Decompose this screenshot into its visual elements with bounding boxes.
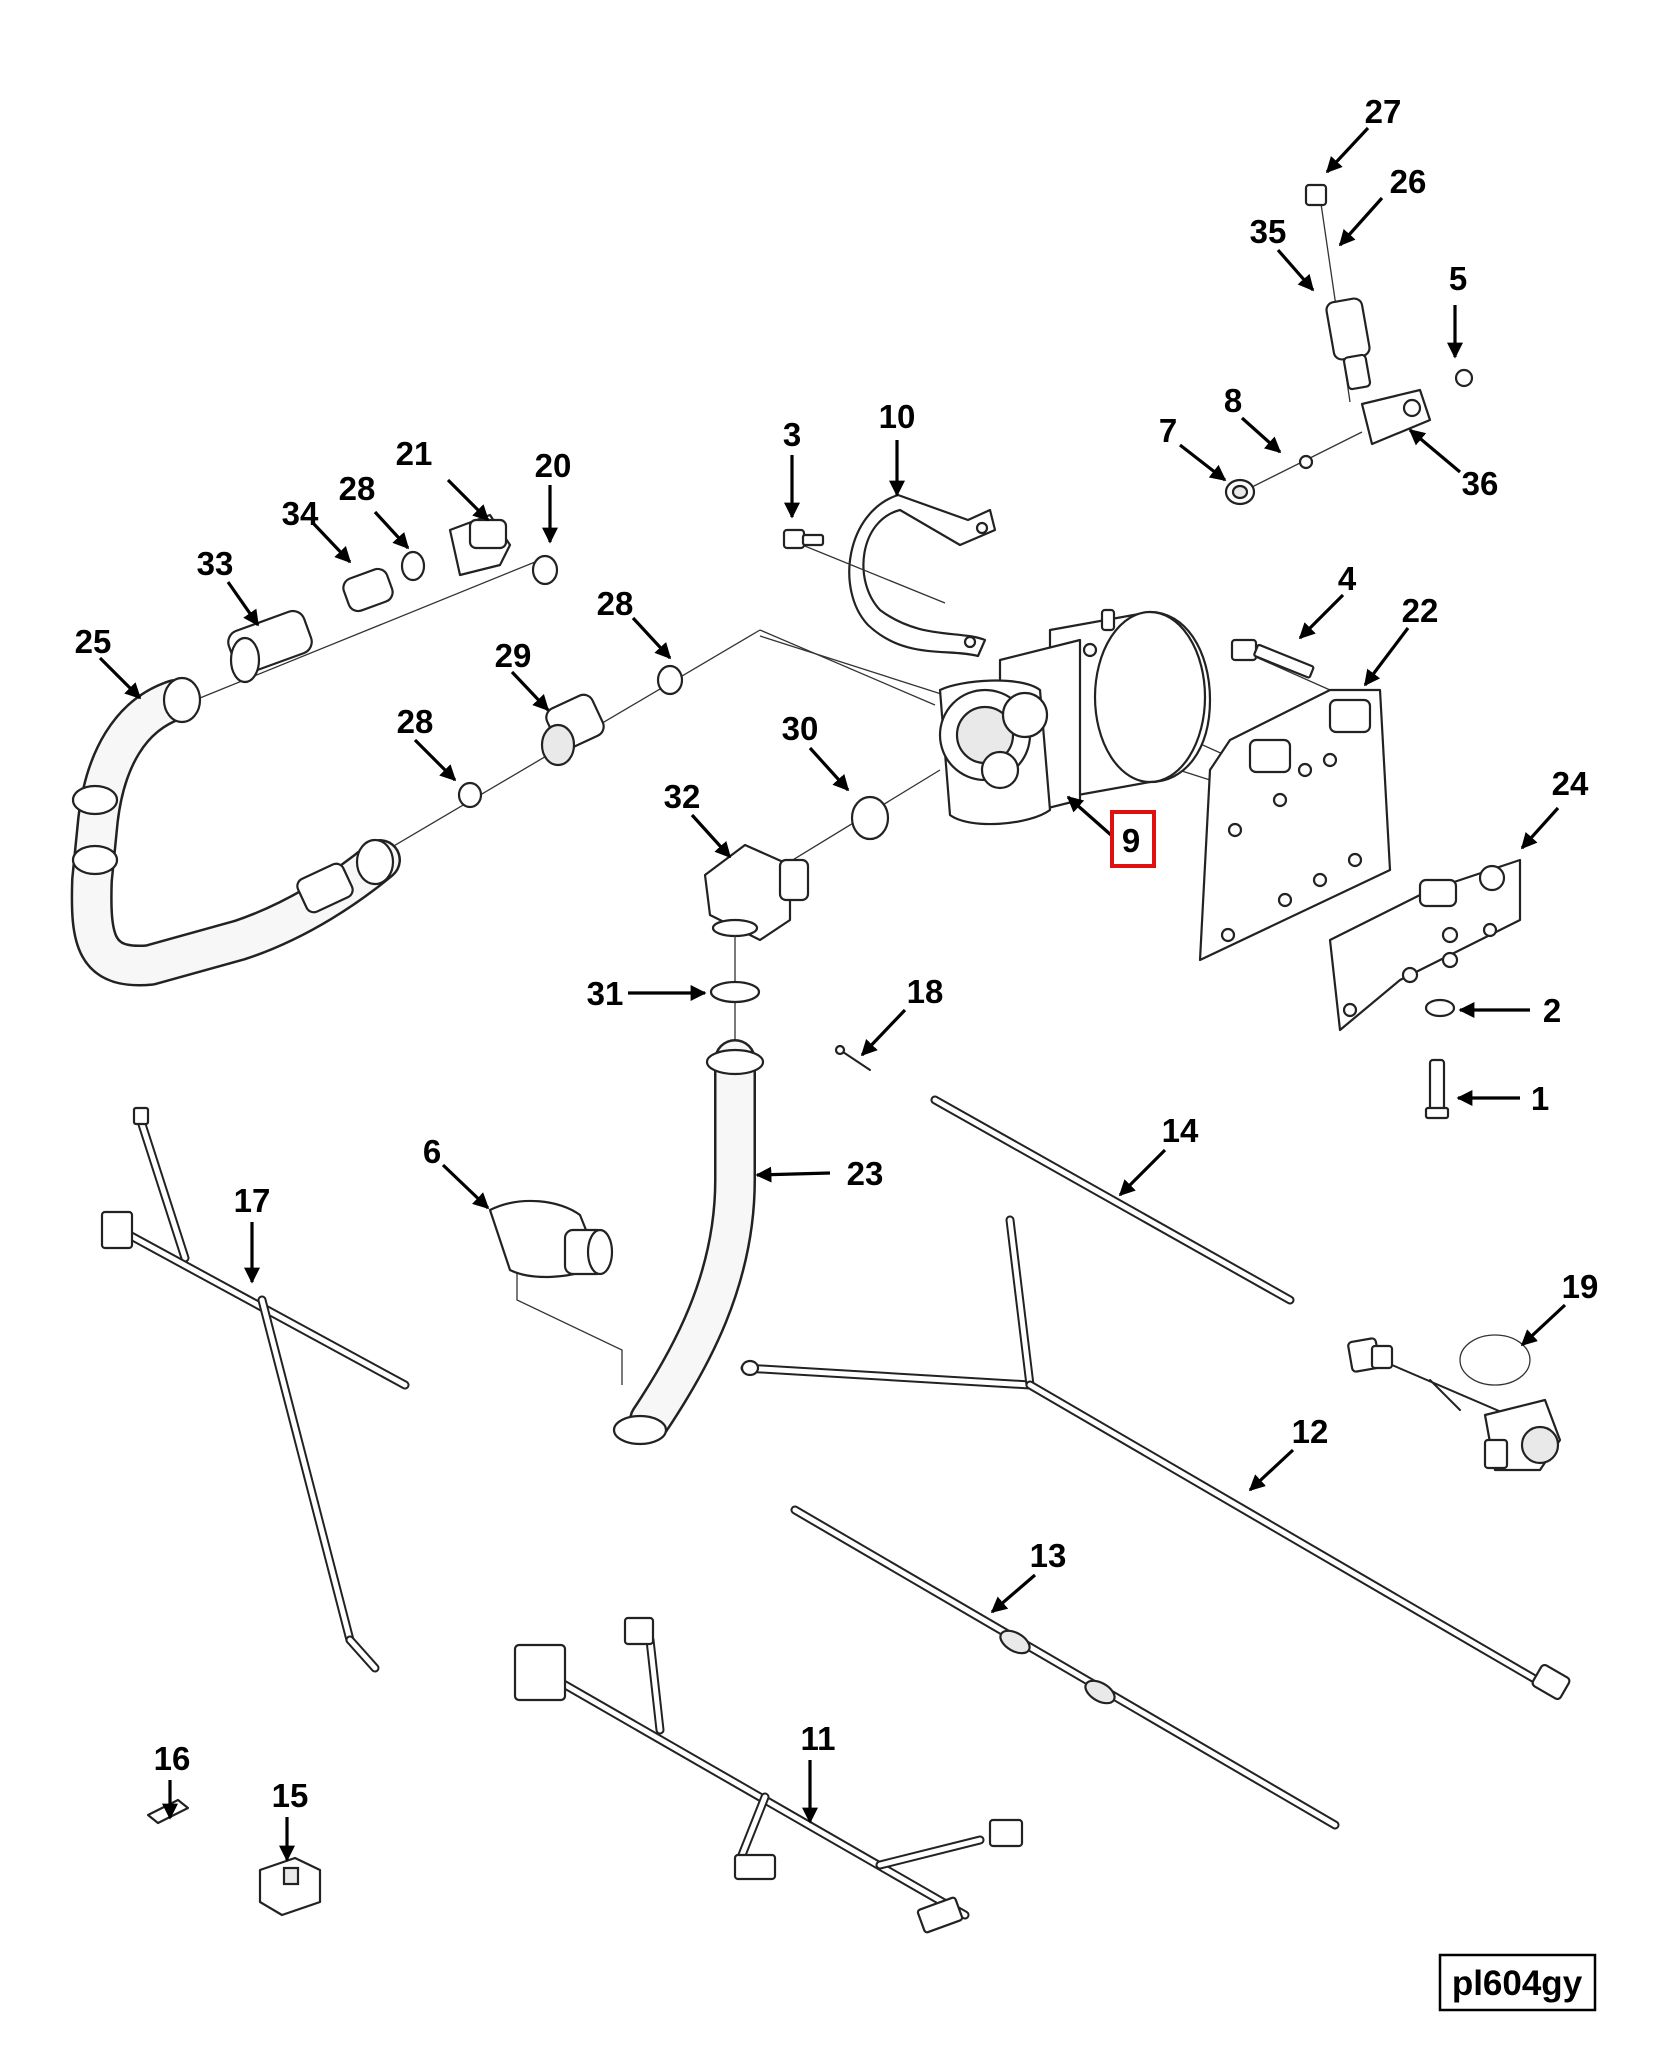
callout-26: 26	[1390, 163, 1427, 200]
callout-29: 28	[597, 585, 634, 622]
callout-25: 25	[75, 623, 112, 660]
clip-16-drawing	[146, 1798, 190, 1825]
callout-28: 28	[339, 470, 376, 507]
callout-23: 23	[847, 1155, 884, 1192]
callout-9-highlight[interactable]	[1110, 810, 1156, 868]
callout-21: 21	[396, 435, 433, 472]
callout-4: 4	[1338, 560, 1357, 597]
connector-15-drawing	[258, 1856, 322, 1917]
callout-1: 1	[1531, 1080, 1549, 1117]
callout-2: 2	[1543, 992, 1561, 1029]
callout-numbers: 27 26 35 5 8 7 36 3 10 4 22 9 24 2 1 21 …	[75, 93, 1599, 1814]
callout-20: 20	[535, 447, 572, 484]
lower-fitting-row-drawing	[369, 629, 936, 861]
callout-15: 15	[272, 1777, 309, 1814]
callout-8: 8	[1224, 382, 1242, 419]
bolt-3-drawing	[782, 528, 946, 604]
callout-3: 3	[783, 416, 801, 453]
valve-assembly-drawing	[1224, 183, 1474, 506]
callout-7: 7	[1159, 412, 1177, 449]
callout-18: 18	[907, 973, 944, 1010]
callout-30: 29	[495, 637, 532, 674]
plate-holes	[1220, 752, 1363, 943]
harness-11-drawing	[513, 1616, 1024, 1934]
callout-24: 24	[1552, 765, 1589, 802]
callout-32: 31	[587, 975, 624, 1012]
callout-27: 27	[1365, 93, 1402, 130]
bracket-drawing	[1328, 858, 1522, 1120]
fitting-stack-drawing	[194, 513, 559, 701]
callout-22: 22	[1402, 592, 1439, 629]
callout-28-lower: 28	[397, 703, 434, 740]
pin-18-drawing	[834, 1044, 871, 1071]
harness-17-drawing	[100, 1106, 410, 1673]
harness-12-drawing	[740, 1215, 1571, 1701]
callout-33: 32	[664, 778, 701, 815]
mounting-plate-drawing	[1198, 638, 1392, 962]
callout-leaders	[98, 126, 1567, 1862]
elbow-hose-drawing	[612, 769, 941, 1446]
hose-25-drawing	[70, 676, 401, 987]
callout-10: 10	[879, 398, 916, 435]
callout-12: 12	[1292, 1413, 1329, 1450]
callout-31: 30	[782, 710, 819, 747]
rod-14-drawing	[930, 1095, 1295, 1305]
reference-label-text: pl604gy	[1452, 1964, 1583, 2003]
callout-19: 19	[1562, 1268, 1599, 1305]
callout-6: 6	[423, 1133, 441, 1170]
callout-14: 14	[1162, 1112, 1199, 1149]
callout-36: 35	[1250, 213, 1287, 250]
strap-drawing	[848, 493, 997, 658]
callout-34: 33	[197, 545, 234, 582]
switch-19-drawing	[1347, 1334, 1562, 1472]
callout-17: 17	[234, 1182, 271, 1219]
callout-35: 34	[282, 495, 319, 532]
callout-5: 5	[1449, 260, 1467, 297]
callout-37: 36	[1462, 465, 1499, 502]
callout-16: 16	[154, 1740, 191, 1777]
callout-11: 11	[801, 1720, 836, 1757]
callout-9: 9	[1122, 822, 1140, 859]
callout-13: 13	[1030, 1537, 1067, 1574]
reference-label: pl604gy	[1438, 1953, 1597, 2012]
motor-drawing	[759, 608, 1371, 826]
harness-13-drawing	[790, 1505, 1340, 1830]
elbow-6-drawing	[488, 1199, 623, 1385]
